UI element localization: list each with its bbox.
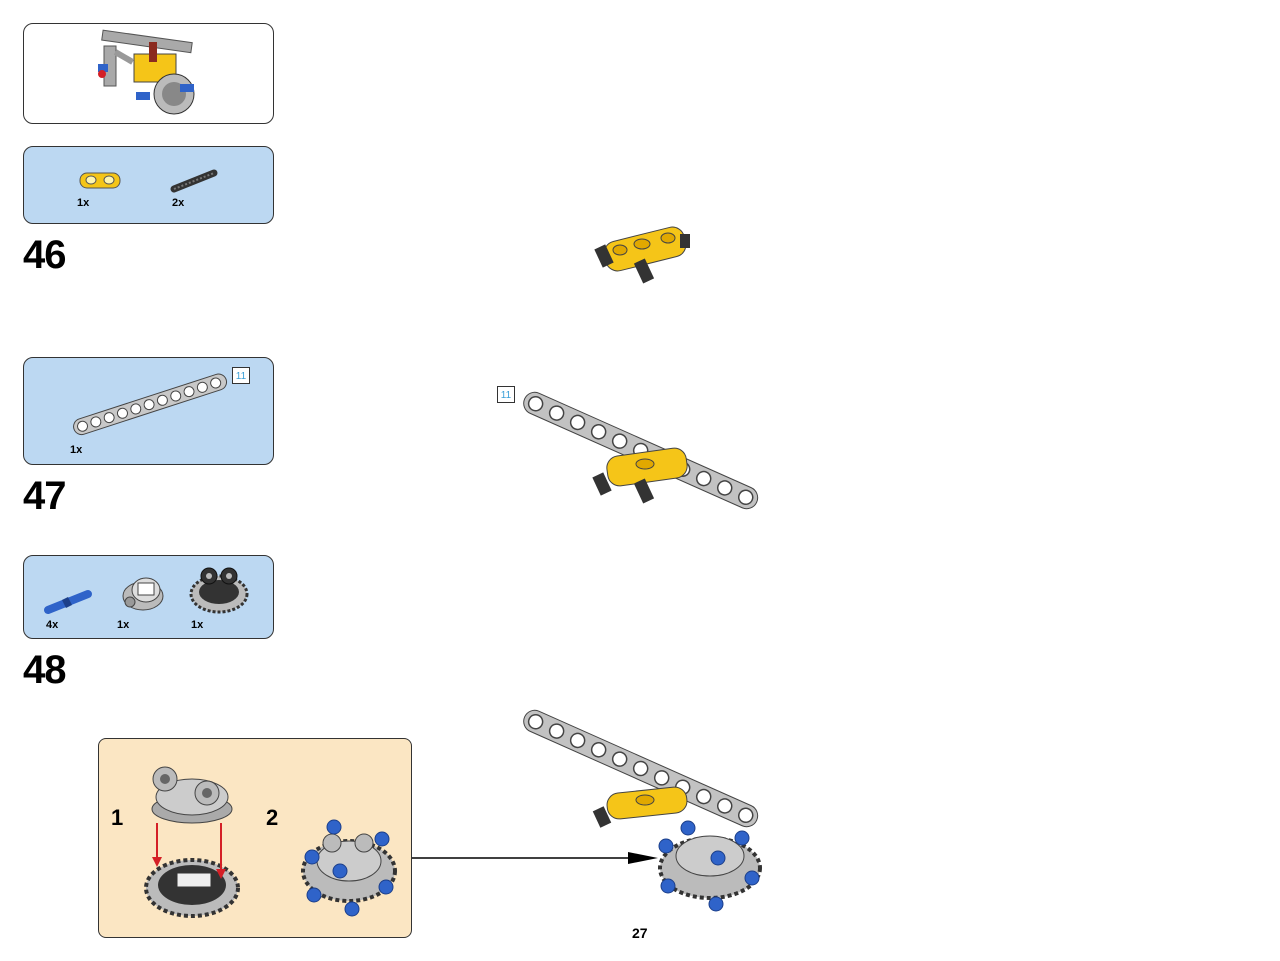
- part-qty: 1x: [191, 619, 204, 631]
- substep-1-image: [144, 766, 240, 918]
- step-48-model-image: [523, 709, 762, 912]
- blue-axle-pin-icon: [44, 590, 92, 614]
- overview-box: [23, 23, 274, 124]
- page-number: 27: [632, 925, 648, 941]
- yellow-connector-icon: [79, 172, 121, 189]
- substep-number: 2: [266, 805, 279, 830]
- part-qty: 1x: [70, 444, 83, 456]
- step-number: 46: [23, 233, 66, 277]
- parts-list-step-47: 11 1x: [23, 357, 274, 465]
- part-qty: 4x: [46, 619, 59, 631]
- step-number: 47: [23, 474, 66, 518]
- parts-list-step-46: 1x 2x: [23, 146, 274, 224]
- step-46-model-image: [594, 226, 690, 284]
- subassembly-box: 1 2: [98, 738, 412, 938]
- step-number: 48: [23, 648, 66, 692]
- part-qty: 1x: [117, 619, 130, 631]
- grey-beam-icon: [73, 373, 228, 436]
- part-qty: 1x: [77, 197, 90, 209]
- overview-model-image: [98, 29, 195, 115]
- substep-number: 1: [111, 805, 124, 830]
- black-gear-icon: [189, 567, 249, 614]
- part-qty: 2x: [172, 197, 185, 209]
- beam-length-badge: 11: [497, 386, 515, 403]
- substep-2-image: [301, 819, 397, 917]
- black-axle-pin-icon: [170, 169, 218, 193]
- step-47-model-image: [523, 391, 759, 510]
- parts-list-step-48: 4x 1x 1x: [23, 555, 274, 639]
- grey-turntable-icon: [122, 577, 164, 611]
- arrow-indicator: [412, 852, 658, 864]
- beam-length-badge: 11: [232, 367, 250, 384]
